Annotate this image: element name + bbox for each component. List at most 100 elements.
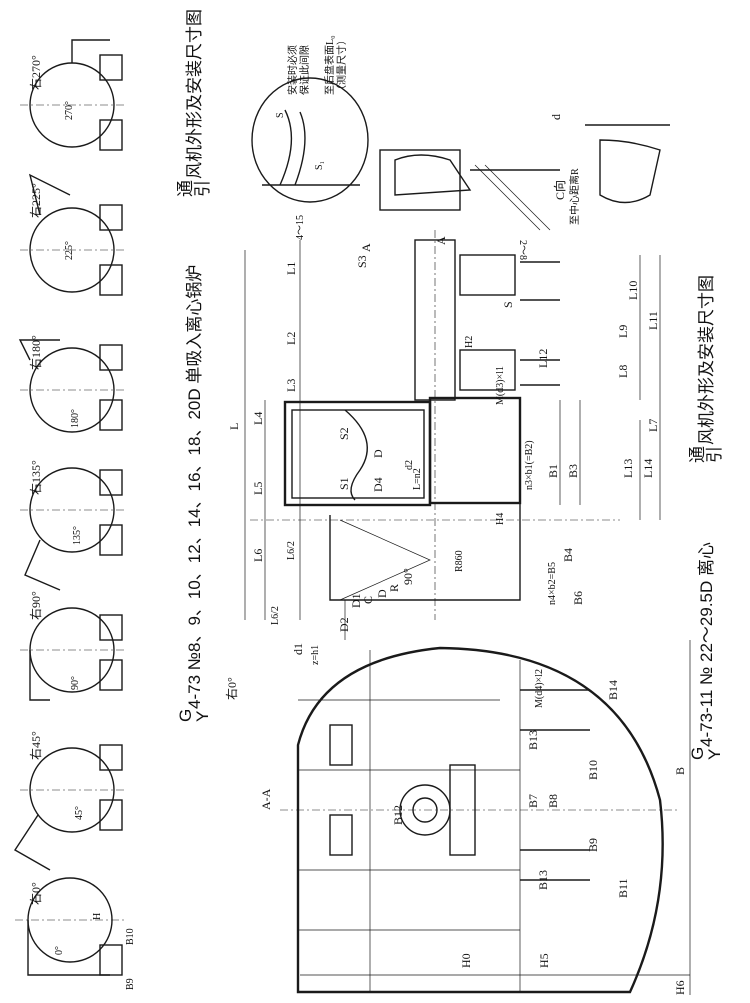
dim-label: L5 <box>251 482 265 495</box>
dim-label: S <box>501 301 515 308</box>
orientation-135 <box>20 467 125 591</box>
note-range-4-15: 4～15 <box>295 215 306 240</box>
dim-label: L4 <box>251 412 265 425</box>
dim-label: B9 <box>586 838 600 852</box>
dim-label: L12 <box>536 349 550 368</box>
dim-label: B10 <box>586 760 600 780</box>
dim-label: D1 <box>349 593 363 608</box>
dim-b10: B10 <box>125 928 136 945</box>
note-c-view: C向 <box>552 180 567 200</box>
note-range-2-8: 2～8 <box>517 240 528 260</box>
dim-label: L8 <box>616 365 630 378</box>
dimension-labels: 右0° A-A L L1 L2 L3 L4 L5 L6 L6/2 L6/2 S3… <box>224 236 687 995</box>
note-s: S <box>275 112 286 118</box>
dim-label: n4×b2=B5 <box>547 562 558 605</box>
dim-label: L10 <box>626 281 640 300</box>
note-gap-2: 保证此间隙 <box>298 45 311 95</box>
note-l0-2: （测量尺寸） <box>335 35 348 95</box>
orientation-label: 右0° <box>28 882 43 905</box>
dim-label: B13 <box>536 870 550 890</box>
orientation-angle: 90° <box>70 676 81 690</box>
dim-label: B14 <box>606 680 620 700</box>
orientation-180 <box>18 339 125 433</box>
dim-label: L=n2 <box>412 468 423 490</box>
dim-label: D <box>371 449 385 458</box>
dim-label: B11 <box>616 878 630 898</box>
dim-label: D4 <box>371 477 385 492</box>
dim-label: H6 <box>673 980 687 995</box>
dim-label: H2 <box>464 336 475 348</box>
note-radius: 至中心距离R <box>568 168 581 225</box>
orientation-labels: 右0° 0° 右45° 45° 右90° 90° 右135° 135° 右180… <box>28 55 136 990</box>
orientation-angle: 270° <box>64 101 75 120</box>
orientation-angle: 45° <box>74 806 85 820</box>
title-top: G Y 4-73 №8、9、10、12、14、16、18、20D 单吸入离心锅炉… <box>176 9 212 722</box>
orientation-label: 右270° <box>28 55 43 90</box>
dim-label: L11 <box>646 311 660 330</box>
orientation-label: 右90° <box>28 591 43 620</box>
dim-label: B1 <box>546 464 560 478</box>
title-prefix-bottom: Y <box>705 749 724 760</box>
note-gap-1: 安装时必须 <box>286 45 299 95</box>
dim-label: M(d4)×l2 <box>534 669 545 708</box>
orientation-angle: 0° <box>54 946 65 955</box>
dim-label: B13 <box>526 730 540 750</box>
dim-label: n3×b1(=B2) <box>524 440 535 490</box>
dim-label: d1 <box>291 643 305 655</box>
title-tail: 风机外形及安装尺寸图 <box>697 275 716 445</box>
orientation-270 <box>20 39 125 151</box>
dim-label: D <box>375 589 389 598</box>
dim-label: R <box>387 584 401 592</box>
dim-label: H0 <box>459 953 473 968</box>
dim-label: L <box>227 423 241 430</box>
dim-label: L6/2 <box>286 541 297 560</box>
dim-label: A <box>359 243 373 252</box>
dim-label: L6 <box>251 549 265 562</box>
title-suffix-top: 通 <box>176 180 195 197</box>
title-prefix-top: G <box>176 709 195 722</box>
dim-label: L1 <box>284 262 298 275</box>
dim-label: L13 <box>621 459 635 478</box>
detail-views <box>251 77 670 231</box>
dim-label: 右0° <box>224 677 239 700</box>
orientation-angle: 135° <box>72 526 83 545</box>
dim-label: B3 <box>566 464 580 478</box>
dim-label: B <box>673 767 687 775</box>
dim-label: R860 <box>454 550 465 572</box>
dim-label: B6 <box>571 591 585 605</box>
orientation-diagrams <box>14 39 125 976</box>
dim-label: L9 <box>616 325 630 338</box>
dim-b9: B9 <box>125 978 136 990</box>
title-text: 4-73 №8、9、10、12、14、16、18、20D 单吸入离心锅炉 <box>185 265 204 709</box>
dim-label: D2 <box>337 617 351 632</box>
title-prefix-top: G <box>688 747 707 760</box>
dim-label: A <box>434 236 448 245</box>
title-text: 4-73-11 № 22～29.5D 离心 <box>697 542 716 747</box>
title-bottom: G Y 4-73-11 № 22～29.5D 离心 通 引 风机外形及安装尺寸图 <box>688 275 724 760</box>
dim-label: 90° <box>401 568 415 585</box>
note-d: d <box>549 114 563 120</box>
orientation-90 <box>20 607 125 701</box>
orientation-angle: 180° <box>70 409 81 428</box>
fan-body-view <box>244 149 661 640</box>
dim-label: B8 <box>546 794 560 808</box>
dim-label: L7 <box>646 419 660 432</box>
title-suffix-bottom: 引 <box>193 180 212 197</box>
dim-label: S2 <box>337 427 351 440</box>
dim-label: H4 <box>495 513 506 525</box>
dim-label: B12 <box>391 805 405 825</box>
dim-label: B4 <box>561 548 575 562</box>
fan-casing-view <box>280 640 691 995</box>
dim-label: H5 <box>537 953 551 968</box>
title-tail: 风机外形及安装尺寸图 <box>185 9 204 179</box>
orientation-label: 右135° <box>28 460 43 495</box>
orientation-label: 右225° <box>28 183 43 218</box>
title-suffix-bottom: 引 <box>705 446 724 463</box>
orientation-0 <box>15 877 125 976</box>
dim-label: d2 <box>404 460 415 470</box>
title-suffix-top: 通 <box>688 446 707 463</box>
dim-label: z=h1 <box>310 645 321 665</box>
dim-label: S3 <box>355 255 369 268</box>
note-l0-1: 至后盘表面L₀ <box>323 35 336 95</box>
